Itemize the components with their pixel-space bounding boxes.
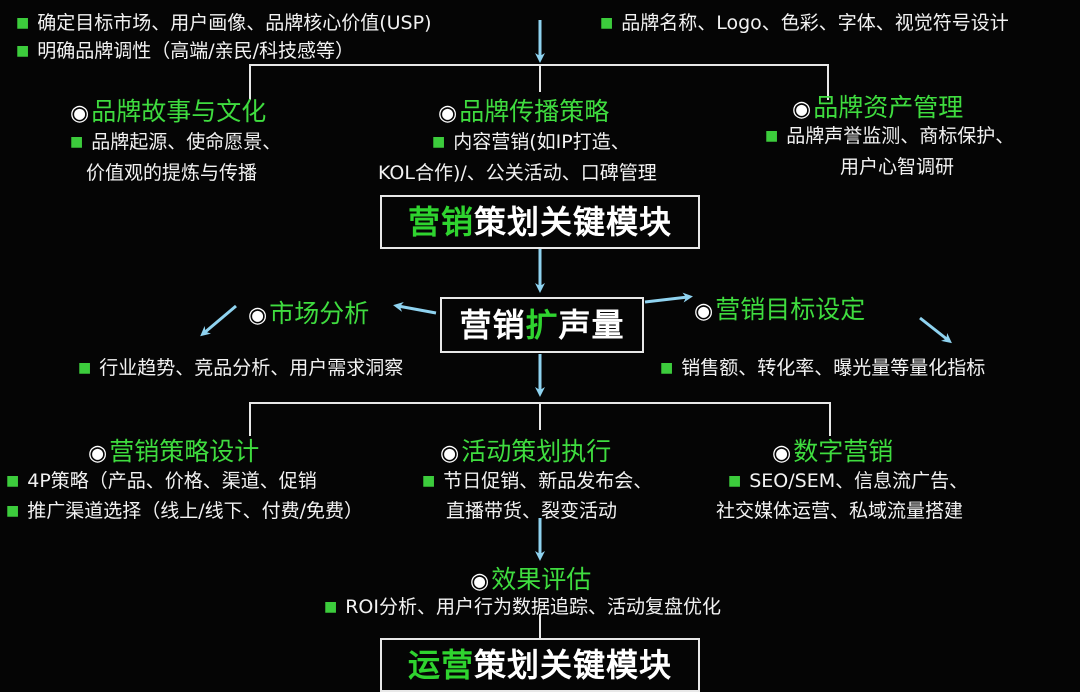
- bullet-square-icon: ■: [600, 15, 614, 31]
- bullet-square-icon: ■: [6, 473, 20, 489]
- strategy-design-bullet2: ■推广渠道选择（线上/线下、付费/免费）: [6, 500, 364, 522]
- radio-circle-icon: ◉: [694, 299, 714, 324]
- marketing-goal-bullet: ■销售额、转化率、曝光量等量化指标: [660, 357, 986, 379]
- activity-planning-title: ◉活动策划执行: [440, 437, 612, 466]
- bullet-square-icon: ■: [765, 128, 779, 144]
- digital-marketing-line1: ■SEO/SEM、信息流广告、: [728, 470, 969, 492]
- radio-circle-icon: ◉: [438, 101, 458, 126]
- operations-module-box: 运营策划关键模块: [380, 638, 700, 692]
- brand-asset-line1: ■品牌声誉监测、商标保护、: [765, 125, 1015, 147]
- digital-marketing-line2: 社交媒体运营、私域流量搭建: [716, 500, 964, 522]
- radio-circle-icon: ◉: [88, 441, 108, 466]
- top-right-bullet-1: ■品牌名称、Logo、色彩、字体、视觉符号设计: [600, 12, 1009, 34]
- brand-communication-title: ◉品牌传播策略: [438, 97, 610, 126]
- radio-circle-icon: ◉: [70, 101, 90, 126]
- bullet-square-icon: ■: [70, 134, 84, 150]
- connector-lines: [200, 20, 952, 640]
- brand-story-title: ◉品牌故事与文化: [70, 97, 267, 126]
- arrow-goal-down: [919, 316, 952, 344]
- radio-circle-icon: ◉: [792, 97, 812, 122]
- bullet-square-icon: ■: [660, 360, 674, 376]
- radio-circle-icon: ◉: [248, 303, 268, 328]
- marketing-goal-title: ◉营销目标设定: [694, 295, 866, 324]
- bullet-square-icon: ■: [78, 360, 92, 376]
- brand-asset-line2: 用户心智调研: [840, 156, 955, 178]
- brand-story-line2: 价值观的提炼与传播: [86, 162, 258, 184]
- bullet-square-icon: ■: [6, 503, 20, 519]
- bullet-square-icon: ■: [324, 599, 338, 615]
- brand-communication-line2: KOL合作)/、公关活动、口碑管理: [378, 162, 657, 184]
- bullet-square-icon: ■: [728, 473, 742, 489]
- radio-circle-icon: ◉: [440, 441, 460, 466]
- activity-planning-line1: ■节日促销、新品发布会、: [422, 470, 653, 492]
- digital-marketing-title: ◉数字营销: [772, 437, 894, 466]
- bullet-square-icon: ■: [16, 43, 30, 59]
- radio-circle-icon: ◉: [772, 441, 792, 466]
- marketing-module-box: 营销策划关键模块: [380, 195, 700, 249]
- strategy-design-bullet1: ■4P策略（产品、价格、渠道、促销: [6, 470, 317, 492]
- arrow-to-market: [393, 301, 437, 315]
- arrow-to-goal: [644, 292, 693, 304]
- strategy-design-title: ◉营销策略设计: [88, 437, 260, 466]
- bullet-square-icon: ■: [422, 473, 436, 489]
- center-volume-box: 营销扩声量: [440, 297, 644, 353]
- brand-communication-line1: ■内容营销(如IP打造、: [432, 131, 630, 153]
- market-analysis-title: ◉市场分析: [248, 299, 370, 328]
- market-analysis-bullet: ■行业趋势、竞品分析、用户需求洞察: [78, 357, 404, 379]
- arrow-market-down: [200, 304, 237, 337]
- bullet-square-icon: ■: [16, 15, 30, 31]
- top-left-bullet-2: ■明确品牌调性（高端/亲民/科技感等）: [16, 40, 355, 62]
- effect-evaluation-title: ◉效果评估: [470, 565, 592, 594]
- bullet-square-icon: ■: [432, 134, 446, 150]
- effect-evaluation-bullet: ■ROI分析、用户行为数据追踪、活动复盘优化: [324, 596, 721, 618]
- activity-planning-line2: 直播带货、裂变活动: [446, 500, 618, 522]
- radio-circle-icon: ◉: [470, 569, 490, 594]
- top-left-bullet-1: ■确定目标市场、用户画像、品牌核心价值(USP): [16, 12, 432, 34]
- brand-story-line1: ■品牌起源、使命愿景、: [70, 131, 282, 153]
- brand-asset-title: ◉品牌资产管理: [792, 93, 964, 122]
